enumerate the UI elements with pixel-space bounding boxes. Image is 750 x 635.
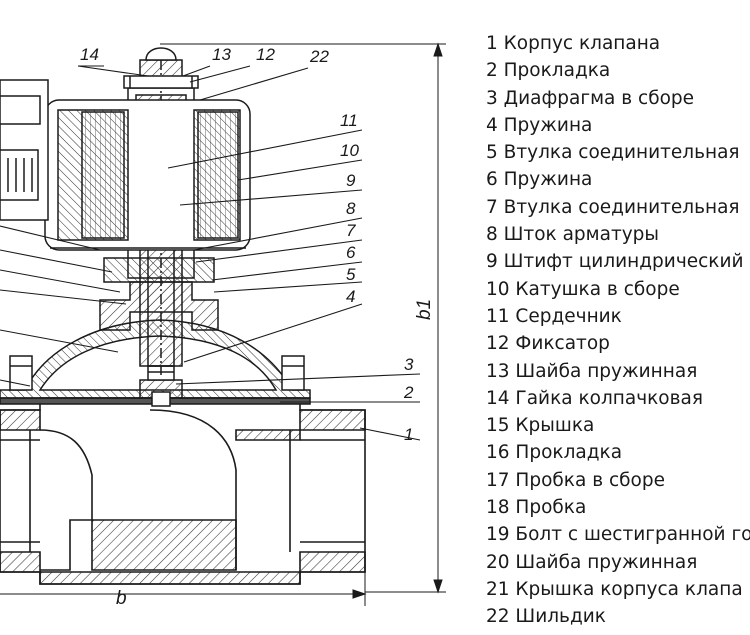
dimension-b-label: b [116,588,127,609]
legend-item: 7 Втулка соединительная [486,196,740,218]
legend-item: 10 Катушка в сборе [486,278,680,300]
callout-11: 11 [340,111,358,130]
legend-item: 4 Пружина [486,114,593,136]
callout-5: 5 [346,265,356,284]
callout-22: 22 [309,47,329,66]
dimension-b1-label: b1 [414,299,435,320]
callout-12: 12 [256,45,275,64]
valve-body [0,397,366,585]
callout-10: 10 [340,141,359,160]
legend-item: 1 Корпус клапана [486,33,661,54]
dimension-lines [0,42,446,606]
coil-assembly [0,79,251,251]
callout-2: 2 [403,383,414,402]
callout-14: 14 [80,45,99,64]
callout-4: 4 [346,287,355,306]
legend-item: 17 Пробка в сборе [486,469,666,491]
callout-3: 3 [404,355,414,374]
legend-item: 15 Крышка [486,415,595,437]
callout-6: 6 [346,243,356,262]
legend-item: 3 Диафрагма в сборе [486,87,695,109]
legend-item: 6 Пружина [486,169,593,191]
legend-item: 9 Штифт цилиндрический [486,251,744,273]
legend-item: 22 Шильдик [486,606,606,628]
legend-item: 19 Болт с шестигранной го [486,524,750,546]
legend-item: 16 Прокладка [486,442,623,464]
callout-8: 8 [346,199,356,218]
legend-item: 11 Сердечник [486,305,622,327]
parts-legend: 1 Корпус клапана 2 Прокладка 3 Диафрагма в… [486,30,750,631]
legend-item: 21 Крышка корпуса клапа [486,578,743,600]
legend-item: 18 Пробка [486,497,587,519]
legend-item: 8 Шток арматуры [486,224,660,246]
leader-lines [0,65,421,441]
legend-item: 13 Шайба пружинная [486,360,698,382]
callout-9: 9 [346,171,356,190]
legend-item: 14 Гайка колпачковая [486,387,703,409]
callout-1: 1 [404,425,413,444]
callout-13: 13 [212,45,231,64]
legend-item: 12 Фиксатор [486,333,610,355]
callout-labels: 14 13 12 22 11 10 9 8 7 6 5 4 3 2 1 [80,45,414,444]
callout-7: 7 [346,221,356,240]
legend-item: 5 Втулка соединительная [486,142,740,164]
legend-item: 20 Шайба пружинная [486,551,698,573]
legend-item: 2 Прокладка [486,60,611,82]
